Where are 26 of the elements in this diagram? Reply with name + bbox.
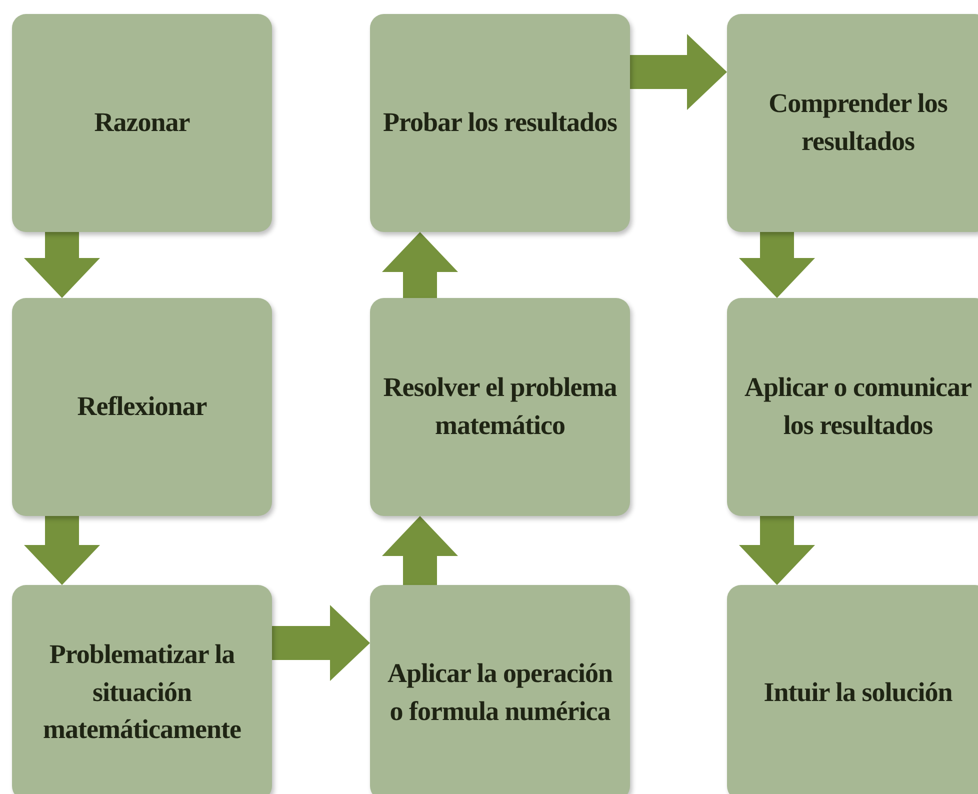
block-arrow: [382, 516, 458, 585]
step-label: Intuir la solución: [764, 676, 952, 709]
process-box: [370, 298, 630, 516]
step-label: Aplicar o comunicar los resultados: [744, 371, 972, 442]
step-label: Aplicar la operación o formula numérica: [386, 656, 614, 728]
block-arrow: [382, 232, 458, 298]
step-label: Problematizar la situación matemáticamente: [42, 638, 242, 746]
block-arrow: [24, 232, 100, 298]
process-box: [727, 585, 978, 794]
process-box: [370, 585, 630, 794]
block-arrow: [739, 516, 815, 585]
process-box: [727, 14, 978, 232]
process-box: [370, 14, 630, 232]
step-label: Reflexionar: [77, 390, 207, 424]
step-label: Razonar: [94, 106, 190, 140]
block-arrow: [24, 516, 100, 585]
process-box: [12, 14, 272, 232]
step-label: Comprender los resultados: [768, 87, 948, 158]
step-label: Probar los resultados: [382, 106, 618, 140]
process-box: [12, 585, 272, 794]
process-box: [12, 298, 272, 516]
process-box: [727, 298, 978, 516]
step-label: Resolver el problema matemático: [382, 371, 618, 442]
block-arrow: [739, 232, 815, 298]
block-arrow: [272, 605, 370, 681]
block-arrow: [630, 34, 727, 110]
